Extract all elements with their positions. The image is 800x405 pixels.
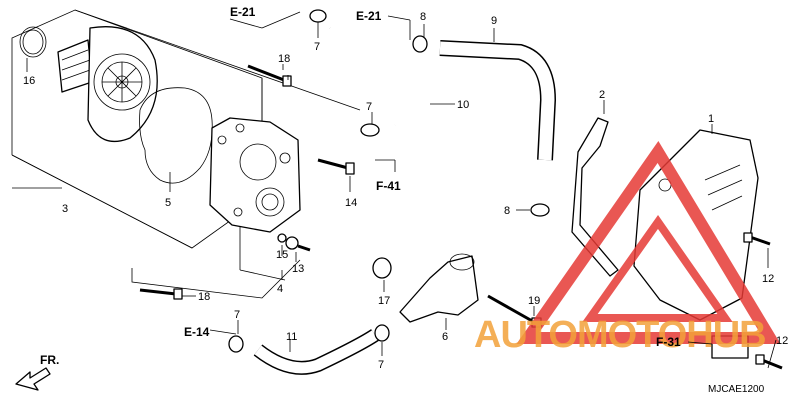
bolt-13 (285, 236, 311, 252)
ref-f31[interactable]: F-31 (656, 335, 681, 349)
water-pipe (399, 253, 479, 323)
hose-11-inner (254, 330, 379, 374)
direction-label: FR. (40, 353, 59, 367)
bolt-12-upper (743, 232, 771, 246)
watermark-text: AUTOMOTOHUB (474, 314, 766, 356)
front-arrow-icon (15, 367, 51, 391)
diagram-code: MJCAE1200 (708, 384, 765, 395)
callout-2: 2 (599, 89, 605, 101)
callout-14: 14 (345, 197, 357, 209)
callout-12-lower: 12 (776, 335, 788, 347)
ref-e21-top[interactable]: E-21 (230, 5, 256, 19)
water-pump-impeller (57, 26, 158, 143)
callout-7-bottom-left: 7 (234, 309, 240, 321)
ref-f41[interactable]: F-41 (376, 179, 401, 193)
clamp-7-bottom-right (374, 324, 390, 342)
callout-4: 4 (277, 283, 283, 295)
washer-15 (277, 233, 287, 243)
callout-17: 17 (378, 295, 390, 307)
callout-16: 16 (23, 75, 35, 87)
clamp-8-mid (530, 203, 550, 217)
callout-13: 13 (292, 263, 304, 275)
pump-cover (209, 117, 301, 233)
callout-1: 1 (708, 113, 714, 125)
clamp-7-top (309, 9, 327, 23)
bolt-18-bottom (139, 288, 183, 300)
leader-lines (12, 11, 777, 369)
callout-19: 19 (528, 295, 540, 307)
clamp-7-bottom-left (228, 335, 244, 353)
callout-18-bottom: 18 (198, 291, 210, 303)
o-ring-part (19, 26, 47, 58)
ref-e21-mid[interactable]: E-21 (356, 9, 382, 23)
gasket-part (139, 87, 213, 184)
callout-10: 10 (457, 99, 469, 111)
callout-18-top: 18 (278, 53, 290, 65)
assembly-outline (11, 9, 361, 299)
callout-3: 3 (62, 203, 68, 215)
callout-11: 11 (286, 331, 297, 343)
callout-12-upper: 12 (762, 273, 774, 285)
ref-e14[interactable]: E-14 (184, 325, 210, 339)
clamp-8-top (412, 35, 428, 53)
bolt-14 (317, 158, 355, 175)
o-ring-17 (372, 257, 392, 279)
callout-6: 6 (442, 331, 448, 343)
callout-9: 9 (491, 15, 497, 27)
callout-15: 15 (276, 249, 288, 261)
callout-7-mid: 7 (366, 101, 372, 113)
hose-10-inner (327, 23, 435, 131)
callout-8-mid: 8 (504, 205, 510, 217)
hose-9-inner (439, 41, 555, 161)
callout-8-top: 8 (420, 11, 426, 23)
bolt-12-lower (755, 354, 783, 370)
bolt-18-top (247, 64, 292, 87)
callout-5: 5 (165, 197, 171, 209)
callout-7-bottom-right: 7 (378, 359, 384, 371)
callout-7-top: 7 (314, 41, 320, 53)
accent-triangle (516, 140, 781, 344)
clamp-7-mid (360, 123, 380, 137)
